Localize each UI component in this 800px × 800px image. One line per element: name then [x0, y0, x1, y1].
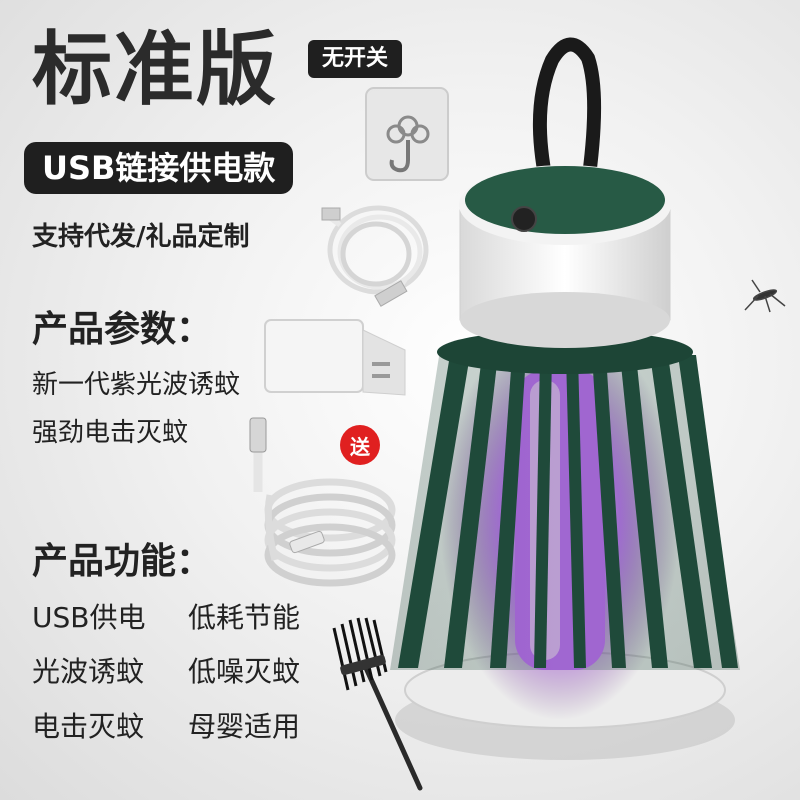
function-item: 母婴适用	[188, 710, 301, 743]
functions-heading: 产品功能：	[32, 541, 213, 582]
cleaning-brush-icon	[332, 617, 423, 791]
mosquito-icon	[744, 279, 786, 313]
no-switch-badge: 无开关	[308, 40, 403, 78]
param-line: 新一代紫光波诱蚊	[32, 370, 241, 400]
hook-icon	[365, 87, 449, 181]
coiled-cable-icon	[249, 417, 396, 587]
power-adapter-icon	[264, 319, 406, 396]
support-text: 支持代发/礼品定制	[32, 222, 250, 252]
function-item: 电击灭蚊	[32, 710, 145, 743]
usb-power-badge: USB链接供电款	[24, 142, 294, 194]
gift-badge: 送	[340, 425, 380, 465]
function-item: 低耗节能	[188, 601, 301, 634]
mosquito-lamp	[390, 37, 740, 760]
param-line: 强劲电击灭蚊	[32, 418, 189, 448]
function-item: 光波诱蚊	[32, 655, 145, 688]
params-heading: 产品参数：	[32, 309, 213, 350]
function-item: 低噪灭蚊	[188, 655, 301, 688]
page-title: 标准版	[32, 23, 278, 116]
function-item: USB供电	[32, 601, 146, 634]
usb-cable-icon	[321, 205, 429, 307]
